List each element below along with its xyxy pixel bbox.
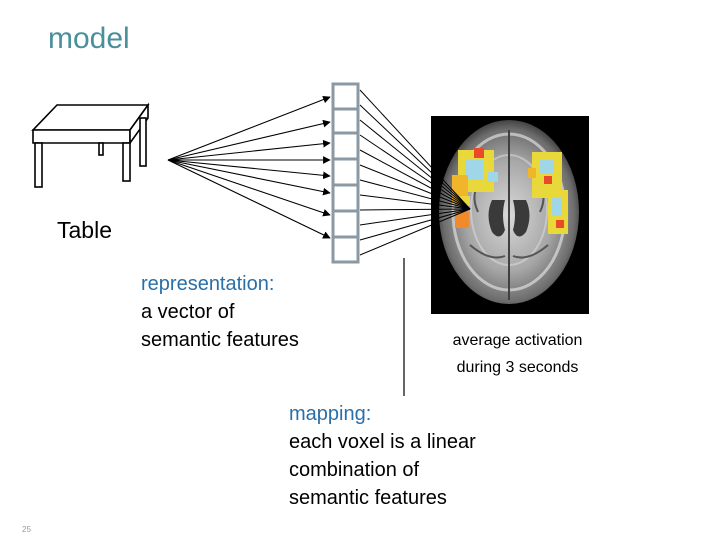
activation-line-1: average activation — [452, 332, 583, 349]
mapping-text: mapping: each voxel is a linear combinat… — [289, 400, 476, 512]
mapping-lines — [359, 89, 471, 256]
activation-line-2: during 3 seconds — [456, 359, 579, 376]
mapping-line-2: combination of — [289, 459, 420, 481]
feature-arrows — [167, 95, 331, 239]
mapping-heading: mapping: — [289, 403, 372, 425]
representation-text: representation: a vector of semantic fea… — [141, 270, 299, 354]
feature-vector — [331, 82, 360, 264]
representation-line-1: a vector of — [141, 301, 235, 323]
mapping-line-1: each voxel is a linear — [289, 431, 476, 453]
brain-fmri-icon — [431, 116, 589, 314]
representation-line-2: semantic features — [141, 329, 299, 351]
table-drawing-icon — [31, 102, 150, 188]
mapping-line-3: semantic features — [289, 487, 447, 509]
object-label: Table — [57, 217, 112, 243]
activation-caption: average activation during 3 seconds — [425, 327, 610, 381]
representation-heading: representation: — [141, 273, 275, 295]
page-number: 25 — [22, 525, 31, 534]
slide-title: model — [48, 22, 130, 55]
